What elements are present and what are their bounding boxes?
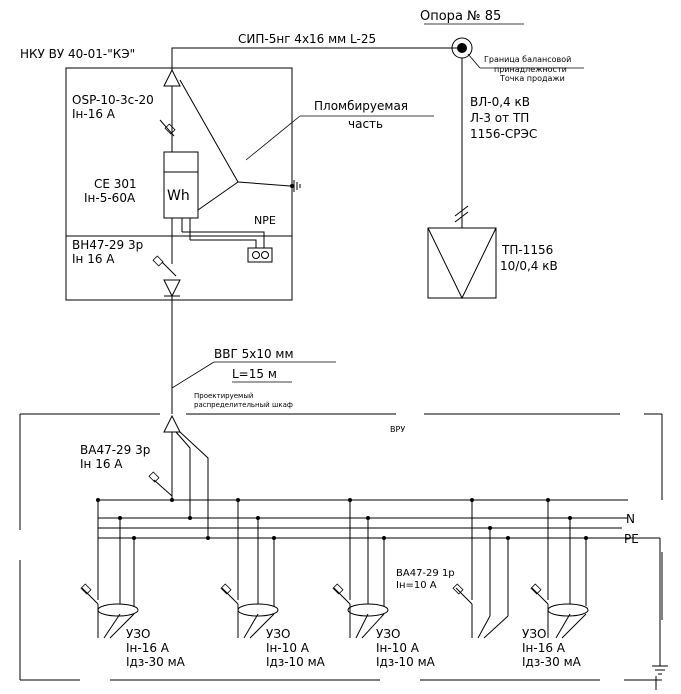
vru-breaker-contact-icon [153, 479, 173, 497]
ground-line-3 [197, 181, 239, 211]
panel-label: НКУ ВУ 40-01-"КЭ" [20, 47, 135, 61]
overhead-break-2 [454, 211, 469, 223]
cable-top-label: СИП-5нг 4х16 мм L-25 [238, 32, 376, 46]
cabinet-line1: Проектируемый [194, 392, 253, 400]
npe-wire-2 [190, 239, 257, 248]
boundary-line3: Точка продажи [499, 74, 565, 83]
top-breaker-actuator [164, 123, 176, 135]
top-breaker-triangle-icon [163, 68, 181, 87]
rcd-3-leak: Iдз-10 мА [376, 655, 436, 669]
sealed-line2: часть [348, 117, 383, 131]
vru-phase-b [175, 431, 191, 518]
bus-junctions [96, 498, 588, 540]
overhead-line1: ВЛ-0,4 кВ [470, 95, 530, 109]
rcd-group-3 [332, 500, 389, 639]
meter-rating: Iн-5-60А [84, 191, 136, 205]
single-pole-breaker-group [452, 500, 509, 639]
support-pole-core [457, 43, 467, 53]
rcd-4-rating: Iн-16 А [522, 641, 566, 655]
rcd-3-name: УЗО [376, 627, 400, 641]
rcd-group-1 [80, 500, 139, 639]
cable-mid-leader [171, 361, 215, 389]
sealed-leader [245, 115, 301, 161]
rcd-group-4 [530, 500, 589, 639]
transformer-line1: ТП-1156 [501, 243, 553, 257]
overhead-line2: Л-3 от ТП [470, 111, 529, 125]
cable-mid-line1: ВВГ 5х10 мм [214, 347, 294, 361]
vru-phase-c [179, 431, 209, 538]
boundary-line2: принадлежности [494, 65, 567, 74]
vru-breaker-actuator [148, 471, 160, 483]
npe-terminal-2 [261, 251, 269, 259]
mid-breaker-triangle-icon [163, 279, 181, 298]
npe-terminal-1 [252, 251, 260, 259]
boundary-line1: Граница балансовой [484, 55, 571, 64]
meter-model: СЕ 301 [94, 177, 137, 191]
rcd-4-leak: Iдз-30 мА [522, 655, 582, 669]
pole-leader [467, 53, 481, 69]
rcd-2-rating: Iн-10 А [266, 641, 310, 655]
ground-line [179, 79, 239, 183]
meter-wh-symbol: Wh [167, 188, 190, 204]
meter-box [163, 151, 199, 219]
npe-terminal-box [247, 247, 273, 263]
rcd-2-name: УЗО [266, 627, 290, 641]
rcd-group-2 [220, 500, 279, 639]
transformer-symbol-icon [427, 227, 497, 300]
transformer-line2: 10/0,4 кВ [500, 259, 558, 273]
npe-label: NPE [254, 214, 276, 227]
rcd-4-name: УЗО [522, 627, 546, 641]
ground-line-2 [237, 181, 291, 187]
breaker-mid-line1: ВН47-29 3р [72, 238, 143, 252]
breaker-vru-line2: Iн 16 А [80, 457, 123, 471]
breaker-single-line2: Iн=10 А [396, 580, 437, 591]
overhead-line3: 1156-СРЭС [470, 127, 537, 141]
overhead-break-1 [454, 205, 469, 217]
transformer-box [427, 227, 497, 299]
bus-n-label: N [626, 512, 635, 526]
npe-wire [182, 231, 265, 248]
breaker-top-line2: Iн-16 А [72, 107, 116, 121]
breaker-mid-line2: Iн 16 А [72, 252, 115, 266]
support-label: Опора № 85 [420, 9, 501, 24]
rcd-1-rating: Iн-16 А [126, 641, 170, 655]
cabinet-label: ВРУ [390, 425, 405, 434]
cable-sip-line [171, 47, 462, 70]
cable-mid-line2: L=15 м [232, 367, 277, 381]
ground-dot [290, 184, 294, 188]
breaker-single-line1: ВА47-29 1р [396, 568, 455, 579]
rcd-1-name: УЗО [126, 627, 150, 641]
breaker-vru-line1: ВА47-29 3р [80, 443, 150, 457]
cabinet-border [19, 413, 663, 681]
mid-breaker-actuator [152, 255, 164, 267]
sealed-line1: Пломбируемая [314, 99, 408, 113]
rcd-3-rating: Iн-10 А [376, 641, 420, 655]
rcd-2-leak: Iдз-10 мА [266, 655, 326, 669]
vru-input-triangle-icon [163, 414, 181, 433]
cabinet-line2: распределительный шкаф [194, 401, 293, 409]
rcd-1-leak: Iдз-30 мА [126, 655, 186, 669]
mid-breaker-contact-icon [161, 261, 177, 277]
breaker-top-line1: OSP-10-3с-20 [72, 93, 154, 107]
bus-pe-label: PE [624, 532, 639, 546]
